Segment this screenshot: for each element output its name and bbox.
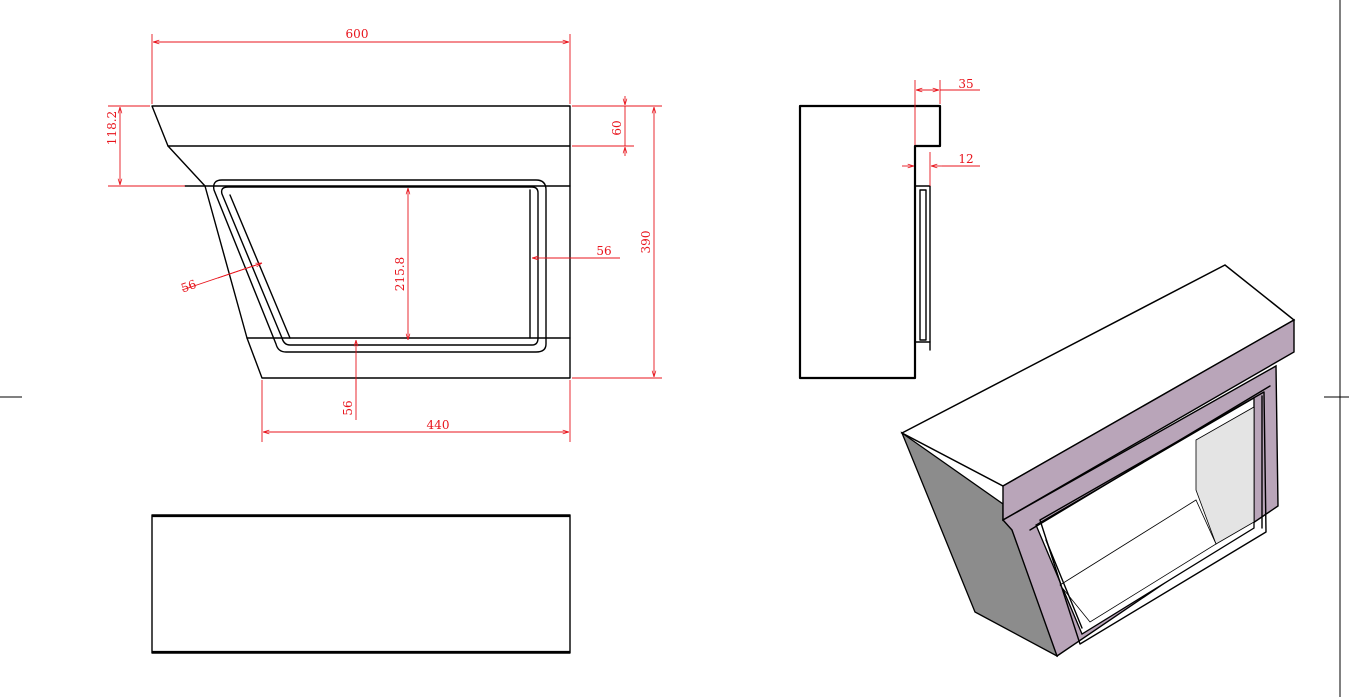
dim-bottom-frame: 56 [341,400,355,415]
dim-right-frame: 56 [596,244,611,258]
top-view [151,514,571,654]
side-view [798,104,942,380]
iso-opening-floor [1059,499,1217,623]
dim-overall-height: 390 [639,231,653,254]
iso-opening-inner [1195,406,1255,545]
dim-side-step: 35 [958,77,973,91]
front-dimensions: 600 118.2 60 390 215.8 56 56 56 440 [105,27,662,442]
dim-bottom-width: 440 [427,418,450,432]
front-view [151,105,571,379]
dim-overall-width: 600 [346,27,369,41]
dim-side-lip: 12 [958,152,973,166]
dim-top-slant: 118.2 [105,111,119,145]
iso-top-band [1002,318,1295,522]
dim-top-band: 60 [610,120,624,135]
dim-opening-height: 215.8 [393,257,407,291]
dim-slant-frame: 56 [179,277,198,295]
isometric-view [900,264,1296,658]
side-dimensions: 35 12 [902,77,980,186]
